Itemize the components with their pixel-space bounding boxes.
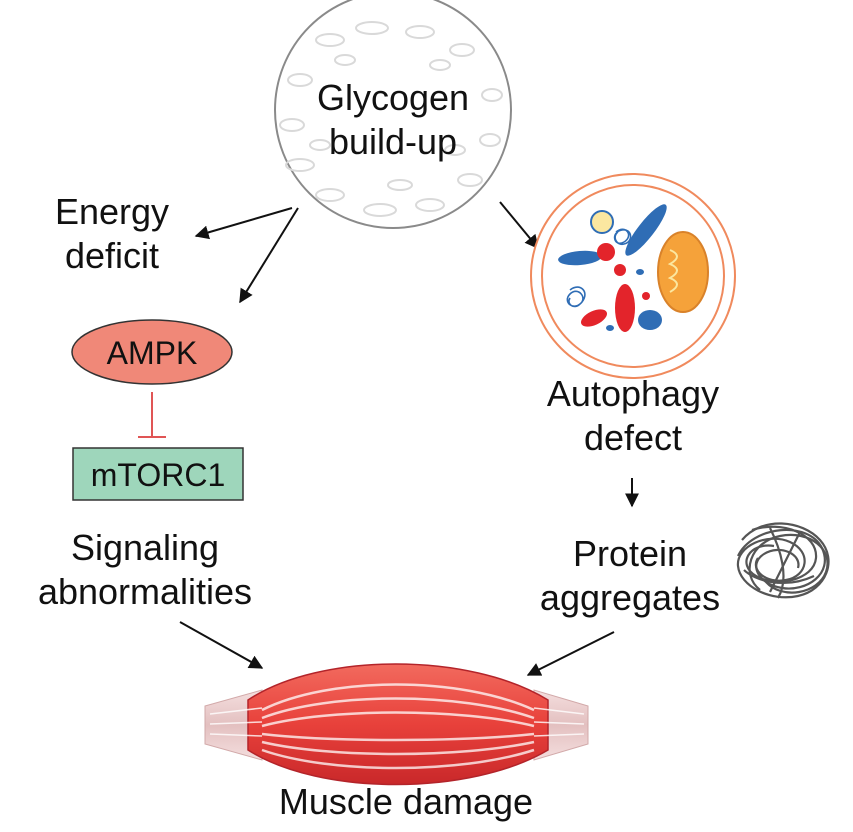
signaling-label: Signaling abnormalities xyxy=(14,526,276,614)
inhibition-ampk-mtorc1 xyxy=(138,392,166,438)
arrow-glycogen-to-ampk xyxy=(239,207,299,304)
protein-aggregates-label: Protein aggregates xyxy=(522,532,738,620)
autophagy-label: Autophagy defect xyxy=(522,372,744,460)
energy-deficit-line2: deficit xyxy=(64,235,160,276)
ampk-label: AMPK xyxy=(106,335,198,371)
glycogen-label: Glycogen build-up xyxy=(293,76,493,164)
energy-deficit-line1: Energy xyxy=(54,191,170,232)
protein-line1: Protein xyxy=(572,533,688,574)
arrow-glycogen-to-energy xyxy=(194,207,293,240)
mtorc1-label: mTORC1 xyxy=(90,457,226,493)
arrow-glycogen-to-autophagy xyxy=(499,201,539,250)
muscle-icon xyxy=(204,663,589,786)
autophagy-line1: Autophagy xyxy=(546,373,720,414)
signaling-line1: Signaling xyxy=(70,527,220,568)
energy-deficit-label: Energy deficit xyxy=(22,190,202,278)
autophagy-line2: defect xyxy=(583,417,683,458)
glycogen-label-line2: build-up xyxy=(328,121,458,162)
arrow-signaling-to-muscle xyxy=(179,621,264,669)
protein-aggregate-icon xyxy=(736,522,830,599)
mtorc1-node xyxy=(72,447,244,501)
arrow-protein-to-muscle xyxy=(526,631,615,676)
autophagy-vesicle-icon xyxy=(530,173,736,379)
glycogen-circle xyxy=(274,0,512,229)
protein-line2: aggregates xyxy=(539,577,721,618)
muscle-damage-label: Muscle damage xyxy=(278,781,534,822)
glycogen-label-line1: Glycogen xyxy=(316,77,470,118)
ampk-node xyxy=(71,319,233,385)
signaling-line2: abnormalities xyxy=(37,571,253,612)
